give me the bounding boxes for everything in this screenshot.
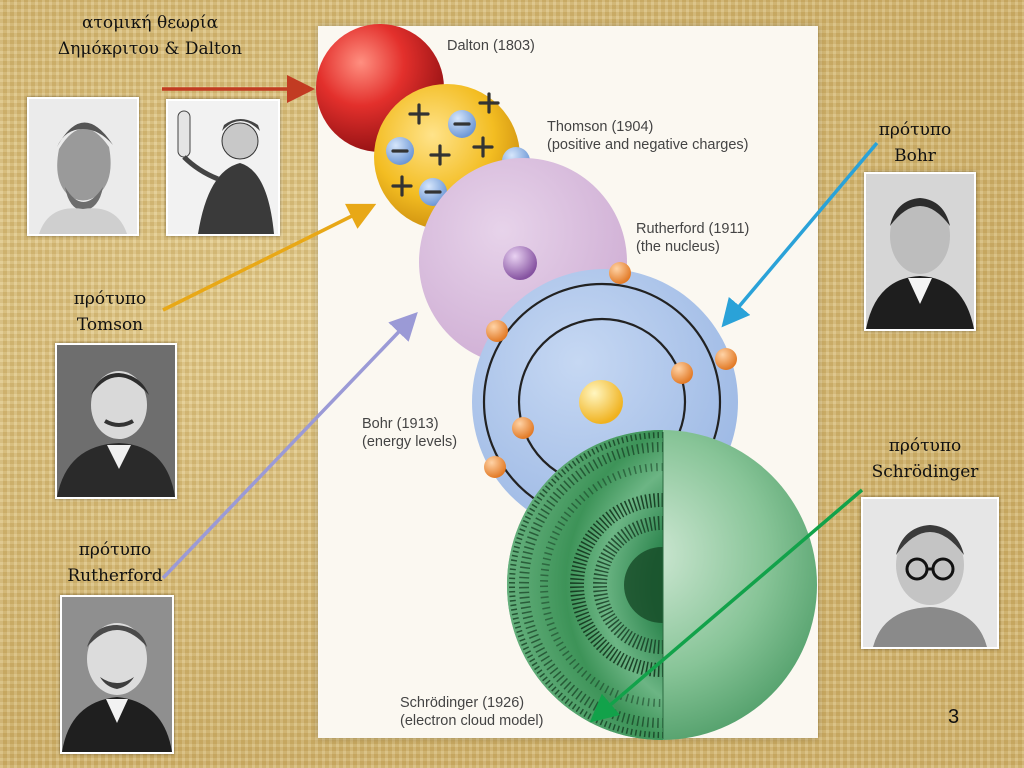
rutherford-label: πρότυπο Rutherford — [67, 540, 163, 586]
thomson-label: πρότυπο Tomson — [73, 289, 147, 335]
bohr-nucleus — [579, 380, 623, 424]
arrow-thomson — [162, 203, 377, 312]
bohr-electrons — [484, 262, 737, 478]
arrow-rutherford — [161, 311, 418, 580]
arrow-bohr — [721, 141, 879, 328]
rutherford-caption: Rutherford (1911) — [636, 221, 749, 237]
dalton-caption: Dalton (1803) — [447, 38, 535, 54]
bohr-label: πρότυπο Bohr — [878, 120, 952, 166]
atomic-theory-label: ατομική θεωρία Δημόκριτου & Dalton — [57, 13, 243, 59]
bohr-subcaption: (energy levels) — [362, 434, 457, 450]
schrodinger-caption: Schrödinger (1926) — [400, 695, 524, 711]
schrodinger-subcaption: (electron cloud model) — [400, 713, 543, 729]
page-number: 3 — [948, 706, 960, 728]
electron-cloud — [507, 430, 663, 740]
dalton-portrait — [166, 99, 280, 236]
bohr-caption: Bohr (1913) — [362, 416, 439, 432]
thomson-portrait — [55, 343, 177, 499]
thomson-subcaption: (positive and negative charges) — [547, 137, 749, 153]
schrodinger-portrait — [861, 497, 999, 649]
arrow-schrodinger — [589, 488, 864, 723]
bohr-portrait — [864, 172, 976, 331]
thomson-caption: Thomson (1904) — [547, 119, 653, 135]
rutherford-portrait — [60, 595, 174, 754]
rutherford-subcaption: (the nucleus) — [636, 239, 720, 255]
rutherford-nucleus — [503, 246, 537, 280]
schrodinger-label: πρότυπο Schrödinger — [871, 436, 979, 482]
democritus-portrait — [27, 97, 139, 236]
